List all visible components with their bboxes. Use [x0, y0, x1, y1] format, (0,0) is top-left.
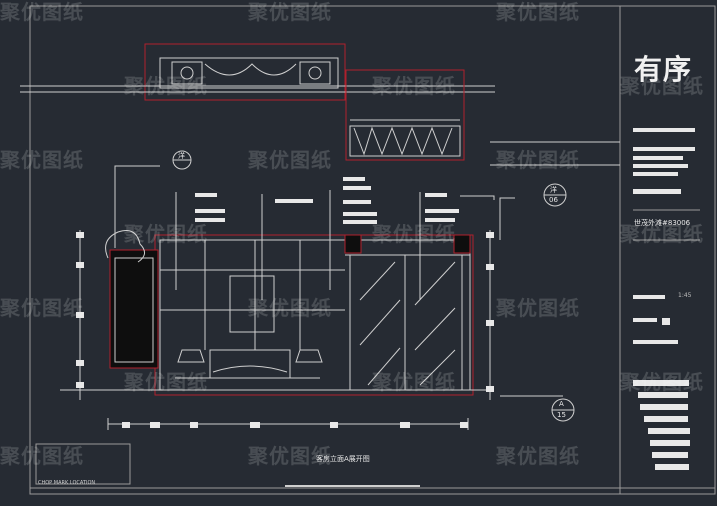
- callout-1-top[interactable]: 洋: [178, 152, 185, 160]
- watermark-text: 聚优图纸: [124, 74, 208, 98]
- callout-symbols: [172, 150, 575, 422]
- watermark-text: 聚优图纸: [0, 0, 84, 24]
- watermark-text: 聚优图纸: [124, 222, 208, 246]
- watermark-text: 聚优图纸: [0, 296, 84, 320]
- callout-2-top[interactable]: 洋: [550, 186, 557, 194]
- watermark-text: 聚优图纸: [248, 148, 332, 172]
- watermark-text: 聚优图纸: [0, 148, 84, 172]
- annotation-leaders: [114, 165, 563, 397]
- drawing-title: 客房立面A展开图: [316, 455, 370, 463]
- watermark-text: 聚优图纸: [372, 74, 456, 98]
- title-block: [633, 128, 700, 470]
- top-detail-cabinet: [345, 69, 620, 166]
- project-name: 世茂外滩#83006: [634, 219, 691, 227]
- sheet-frame: [29, 5, 716, 495]
- watermark-text: 聚优图纸: [620, 74, 704, 98]
- watermark-text: 聚优图纸: [620, 370, 704, 394]
- watermark-text: 聚优图纸: [0, 444, 84, 468]
- logo-mark: 有序: [634, 53, 693, 86]
- watermark-text: 聚优图纸: [496, 444, 580, 468]
- chop-mark-box: [35, 443, 131, 485]
- watermark-text: 聚优图纸: [496, 0, 580, 24]
- watermark-text: 聚优图纸: [496, 296, 580, 320]
- watermark-text: 聚优图纸: [496, 148, 580, 172]
- watermark-text: 聚优图纸: [124, 370, 208, 394]
- top-detail-headboard: [20, 43, 495, 101]
- main-elevation: [60, 230, 490, 396]
- scale-value: 1:45: [678, 292, 692, 299]
- watermark-text: 聚优图纸: [248, 444, 332, 468]
- callout-2-bottom: 06: [549, 196, 558, 204]
- callout-3-top[interactable]: A: [559, 400, 564, 408]
- watermark-text: 聚优图纸: [248, 0, 332, 24]
- watermark-text: 聚优图纸: [372, 370, 456, 394]
- annotation-text-blocks: [195, 177, 459, 224]
- watermark-text: 聚优图纸: [372, 222, 456, 246]
- dimension-lines: [76, 230, 494, 430]
- watermark-text: 聚优图纸: [248, 296, 332, 320]
- callout-3-bottom: 15: [557, 411, 566, 419]
- chop-mark-label: CHOP MARK LOCATION: [38, 480, 96, 486]
- watermark-text: 聚优图纸: [620, 222, 704, 246]
